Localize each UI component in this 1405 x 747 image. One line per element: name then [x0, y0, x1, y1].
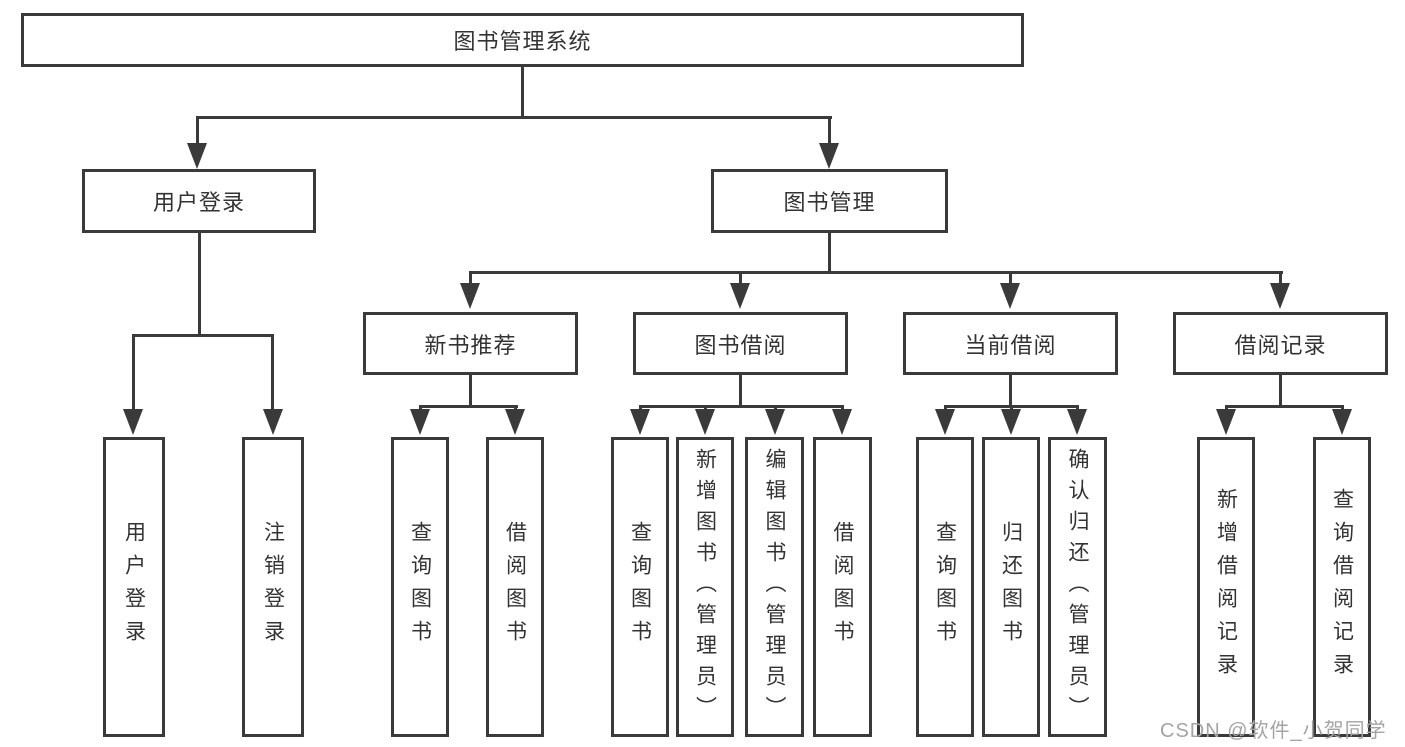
- connector-line: [1279, 271, 1282, 286]
- arrowhead-down: [832, 409, 852, 435]
- arrowhead-down: [1001, 409, 1021, 435]
- connector-line: [1009, 271, 1012, 286]
- arrowhead-down: [695, 409, 715, 435]
- node-label: 图书管理系统: [453, 29, 592, 54]
- node-label: 图书借阅: [694, 332, 787, 358]
- node-query-books-recommend: 查询图书: [391, 437, 449, 737]
- node-label: 用户登录: [152, 190, 245, 215]
- node-book-borrowing: 图书借阅: [633, 312, 848, 375]
- arrowhead-down: [410, 409, 430, 435]
- node-add-book-admin: 新增图书（管理员）: [676, 437, 734, 737]
- arrowhead-down: [730, 283, 750, 309]
- connector-line: [1279, 375, 1282, 408]
- arrowhead-down: [1000, 283, 1020, 309]
- node-label: 当前借阅: [964, 332, 1057, 358]
- connector-line: [469, 271, 1283, 274]
- arrowhead-down: [1067, 409, 1087, 435]
- connector-line: [132, 334, 274, 337]
- connector-line: [828, 116, 831, 146]
- node-add-borrow-record: 新增借阅记录: [1197, 437, 1255, 737]
- connector-line: [521, 67, 524, 116]
- connector-line: [1009, 375, 1012, 408]
- node-label: 查询图书: [628, 521, 652, 653]
- node-new-book-recommend: 新书推荐: [363, 312, 578, 375]
- connector-line: [469, 375, 472, 408]
- connector-line: [132, 334, 135, 413]
- connector-line: [639, 405, 844, 408]
- connector-line: [1225, 405, 1344, 408]
- node-user-login-leaf: 用户登录: [103, 437, 165, 737]
- node-label: 新增图书（管理员）: [693, 447, 717, 727]
- arrowhead-down: [1332, 409, 1352, 435]
- arrowhead-down: [630, 409, 650, 435]
- connector-line: [271, 334, 274, 413]
- node-query-books-borrow: 查询图书: [611, 437, 669, 737]
- node-label: 借阅记录: [1234, 332, 1327, 358]
- node-label: 借阅图书: [831, 521, 854, 653]
- node-query-borrow-record: 查询借阅记录: [1313, 437, 1371, 737]
- arrowhead-down: [505, 409, 525, 435]
- node-label: 新书推荐: [424, 332, 517, 358]
- node-label: 查询图书: [933, 521, 957, 653]
- node-edit-book-admin: 编辑图书（管理员）: [745, 437, 804, 737]
- node-confirm-return-admin: 确认归还（管理员）: [1048, 437, 1107, 737]
- node-return-book: 归还图书: [982, 437, 1040, 737]
- arrowhead-down: [460, 283, 480, 309]
- node-label: 新增借阅记录: [1214, 488, 1238, 686]
- arrowhead-down: [263, 409, 283, 435]
- node-borrow-records: 借阅记录: [1173, 312, 1388, 375]
- node-label: 查询借阅记录: [1330, 488, 1354, 686]
- node-label: 注销登录: [261, 521, 285, 653]
- arrowhead-down: [935, 409, 955, 435]
- node-label: 用户登录: [122, 521, 146, 653]
- csdn-watermark: CSDN @软件_小贺同学: [1160, 720, 1387, 742]
- arrowhead-down: [765, 409, 785, 435]
- node-borrow-books-recommend: 借阅图书: [486, 437, 544, 737]
- node-label: 借阅图书: [503, 521, 527, 653]
- node-root: 图书管理系统: [21, 13, 1024, 67]
- connector-line: [828, 233, 831, 274]
- node-book-management: 图书管理: [711, 169, 948, 233]
- connector-line: [739, 271, 742, 286]
- node-borrow-books-borrow: 借阅图书: [813, 437, 872, 737]
- arrowhead-down: [1270, 283, 1290, 309]
- connector-line: [469, 271, 472, 286]
- node-label: 归还图书: [999, 521, 1023, 653]
- connector-line: [739, 375, 742, 408]
- connector-line: [419, 405, 518, 408]
- connector-line: [198, 233, 201, 337]
- node-current-borrowing: 当前借阅: [903, 312, 1118, 375]
- connector-line: [196, 116, 199, 146]
- node-label: 编辑图书（管理员）: [763, 447, 786, 727]
- node-query-books-current: 查询图书: [916, 437, 974, 737]
- node-label: 图书管理: [783, 190, 876, 215]
- arrowhead-down: [123, 409, 143, 435]
- arrowhead-down: [187, 143, 207, 169]
- arrowhead-down: [1216, 409, 1236, 435]
- connector-line: [196, 116, 832, 119]
- node-user-login: 用户登录: [82, 169, 316, 233]
- node-logout: 注销登录: [242, 437, 304, 737]
- node-label: 查询图书: [408, 521, 432, 653]
- arrowhead-down: [819, 143, 839, 169]
- node-label: 确认归还（管理员）: [1066, 447, 1089, 727]
